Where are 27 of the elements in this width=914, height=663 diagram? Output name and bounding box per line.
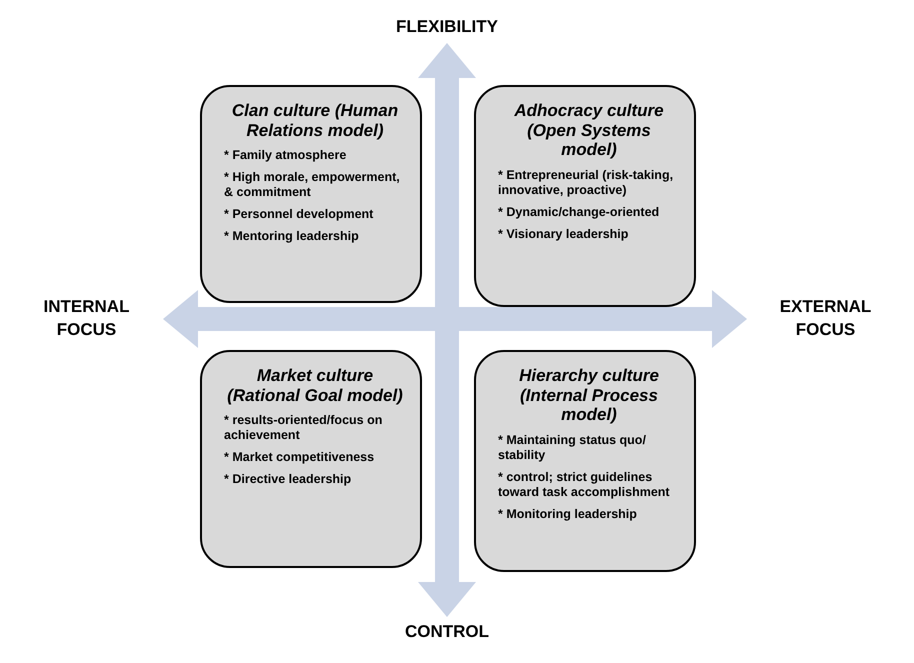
bullet-item: * Personnel development <box>224 207 374 222</box>
bullet-item: * Market competitiveness <box>224 450 376 466</box>
bullet-item: * Monitoring leadership <box>498 506 638 522</box>
axis-label: FLEXIBILITY <box>396 16 498 38</box>
quadrant-title: Adhocracy culture (Open Systems model) <box>513 101 665 160</box>
bullet-item: * Family atmosphere <box>224 148 348 164</box>
quadrant-title: Market culture (Rational Goal model) <box>226 366 404 406</box>
quadrant-title: Clan culture (Human Relations model) <box>230 101 400 140</box>
double-headed-block-arrow <box>163 290 747 348</box>
bullet-item: * Entrepreneurial (risk-taking, innovative, proactive) <box>498 168 674 198</box>
bullet-item: * Mentoring leadership <box>224 229 360 244</box>
double-headed-block-arrow <box>418 43 476 617</box>
quadrant-box <box>200 85 422 303</box>
quadrant-box <box>474 350 696 572</box>
bullet-item: * High morale, empowerment, & commitment <box>224 170 401 200</box>
bullet-item: * Maintaining status quo/ stability <box>498 432 647 463</box>
bullet-item: * results-oriented/focus on achievement <box>224 413 384 444</box>
bullet-item: * control; strict guidelines toward task accomplishment <box>498 470 671 500</box>
bullet-item: * Dynamic/change-oriented <box>498 204 660 220</box>
axis-label: INTERNAL FOCUS <box>42 296 130 341</box>
bullet-item: * Visionary leadership <box>498 226 630 242</box>
bullet-item: * Directive leadership <box>224 472 352 488</box>
axis-label: EXTERNAL FOCUS <box>778 296 872 341</box>
quadrant-box <box>474 85 696 307</box>
quadrant-box <box>200 350 422 568</box>
quadrant-title: Hierarchy culture (Internal Process model) <box>518 366 660 425</box>
axis-label: CONTROL <box>404 621 490 644</box>
